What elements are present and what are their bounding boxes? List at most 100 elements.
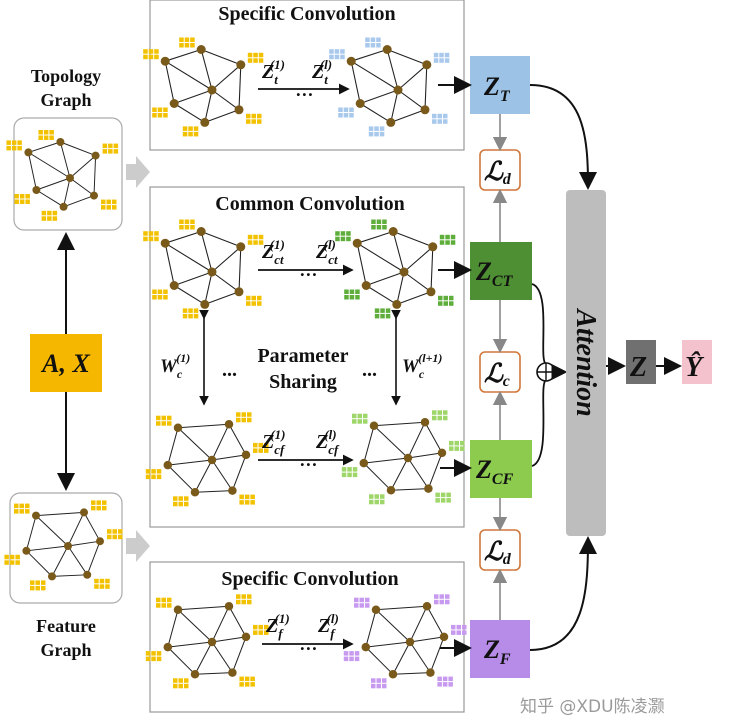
zt-first: Zt(1) <box>261 57 285 87</box>
feature-square <box>19 199 25 204</box>
feature-square <box>15 560 20 565</box>
feature-square <box>154 49 159 54</box>
feature-square <box>173 678 178 683</box>
feature-square <box>17 140 22 145</box>
feature-square <box>346 236 351 242</box>
feature-square <box>52 216 58 221</box>
feature-square <box>374 313 380 319</box>
zcf-to-sum <box>531 379 547 467</box>
feature-square <box>443 113 448 119</box>
lc-label: ℒc <box>484 359 510 390</box>
feature-square <box>382 219 387 224</box>
feature-square <box>341 467 347 472</box>
feature-square <box>437 113 442 119</box>
feature-square <box>91 505 96 511</box>
zct-box <box>470 242 532 300</box>
feature-square <box>454 440 459 446</box>
feature-square <box>365 603 370 608</box>
feature-square <box>440 492 446 498</box>
feature-square <box>178 683 183 689</box>
feature-square <box>443 415 448 421</box>
feature-square <box>443 295 448 301</box>
feature-square <box>439 52 444 58</box>
feature-square <box>346 231 351 236</box>
feature-square <box>450 234 456 240</box>
feature-square <box>449 446 454 451</box>
feature-square <box>112 205 117 210</box>
feature-square <box>112 534 117 540</box>
feature-square <box>368 126 374 131</box>
feature-square <box>244 494 250 500</box>
feature-square <box>151 474 156 480</box>
specific-bottom-title: Specific Convolution <box>221 568 398 590</box>
feature-square <box>253 448 258 453</box>
feature-square <box>102 505 107 511</box>
feature-square <box>106 205 111 210</box>
feature-square <box>94 578 99 584</box>
feature-square <box>41 216 47 221</box>
w1-label: Wc(1) <box>160 351 190 381</box>
feature-square <box>41 585 46 591</box>
feature-square <box>151 656 156 662</box>
z-box <box>626 340 656 384</box>
feature-square <box>244 676 250 682</box>
feature-square <box>43 135 49 140</box>
feature-square <box>264 448 269 453</box>
feature-square <box>365 597 370 603</box>
feature-square <box>154 236 159 242</box>
feature-square <box>156 421 161 426</box>
feature-square <box>343 107 349 112</box>
feature-square <box>49 130 54 135</box>
feature-square <box>437 415 442 421</box>
feature-square <box>108 143 113 149</box>
feature-square <box>184 683 189 689</box>
feature-square <box>449 295 454 301</box>
attention-label: Attention <box>570 307 601 416</box>
feature-square <box>143 236 148 242</box>
feature-square <box>167 415 172 421</box>
feature-square <box>41 580 46 585</box>
feature-square <box>14 194 19 199</box>
feature-square <box>460 446 465 451</box>
feature-square <box>354 597 359 603</box>
feature-label-2: Graph <box>40 640 91 660</box>
zf-ops: Zf(1) … Zf(l) <box>262 611 354 654</box>
feature-square <box>354 651 360 656</box>
feature-square <box>440 498 446 503</box>
feature-vectors <box>4 37 467 689</box>
feature-square <box>439 240 445 245</box>
feature-square <box>341 472 347 478</box>
feature-square <box>385 313 391 319</box>
zct-label: ZCT <box>475 257 514 290</box>
feature-square <box>449 301 454 306</box>
feature-square <box>250 682 255 687</box>
feature-square <box>446 498 451 503</box>
feature-square <box>338 107 343 112</box>
feature-square <box>460 440 465 446</box>
feature-square <box>4 560 9 565</box>
feature-square <box>253 630 258 635</box>
feature-square <box>258 442 263 448</box>
feature-square <box>357 413 362 419</box>
feature-square <box>432 415 437 421</box>
feature-square <box>101 205 106 210</box>
feature-square <box>25 199 30 204</box>
feature-square <box>188 126 193 131</box>
feature-square <box>105 578 110 584</box>
feature-square <box>156 656 162 662</box>
feature-square <box>156 603 161 608</box>
feature-square <box>371 225 376 230</box>
zf-first: Zf(1) <box>265 611 290 641</box>
feature-square <box>41 210 47 216</box>
feature-square <box>349 295 355 300</box>
feature-square <box>334 54 340 60</box>
feature-square <box>47 210 52 216</box>
feature-square <box>151 651 156 656</box>
feature-square <box>432 119 437 124</box>
feature-square <box>370 37 376 42</box>
feature-square <box>239 682 244 687</box>
feature-square <box>241 417 246 423</box>
feature-square <box>236 417 241 423</box>
feature-square <box>96 505 101 511</box>
feature-square <box>145 656 151 662</box>
